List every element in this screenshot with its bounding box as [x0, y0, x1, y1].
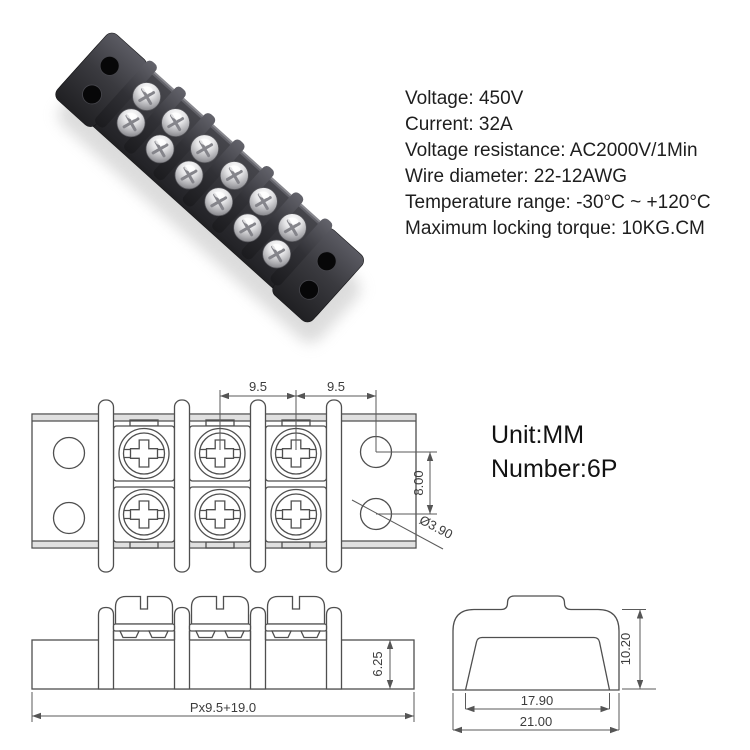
dim-total-length-label: Px9.5+19.0 — [190, 700, 256, 715]
side-barriers — [97, 606, 343, 690]
spec-line-torque: Maximum locking torque: 10KG.CM — [405, 218, 705, 239]
dim-hole-spacing-label: 8.00 — [411, 470, 426, 495]
spec-line-temperature: Temperature range: -30°C ~ +120°C — [405, 192, 711, 213]
dim-inner-width-label: 17.90 — [521, 693, 554, 708]
front-view — [31, 399, 417, 573]
dim-base-height-label: 6.25 — [370, 651, 385, 676]
spec-line-wire: Wire diameter: 22-12AWG — [405, 166, 628, 187]
product-photo — [55, 32, 364, 343]
spec-line-resistance: Voltage resistance: AC2000V/1Min — [405, 140, 698, 161]
dim-outer-width-label: 21.00 — [520, 714, 553, 729]
dim-hole-diameter-label: Ø3.90 — [417, 512, 455, 542]
dim-end-height-label: 10.20 — [618, 633, 633, 666]
technical-drawing: 9.5 9.5 8.00 Ø3.90 6.25 Px9.5+19.0 — [31, 379, 656, 734]
dim-pitch-right-label: 9.5 — [327, 379, 345, 394]
front-mounting-holes — [52, 435, 393, 535]
side-dimensions: 6.25 Px9.5+19.0 — [31, 640, 415, 722]
mounting-holes — [82, 55, 337, 300]
number-label: Number:6P — [491, 455, 618, 483]
end-dimensions: 10.20 17.90 21.00 — [452, 609, 656, 734]
dim-pitch-left-label: 9.5 — [249, 379, 267, 394]
unit-info: Unit:MM Number:6P — [491, 418, 617, 486]
unit-label: Unit:MM — [491, 421, 585, 449]
spec-line-current: Current: 32A — [405, 114, 513, 135]
spec-list: Voltage: 450V Current: 32A Voltage resis… — [405, 86, 711, 242]
front-barriers — [97, 399, 343, 573]
barrier-walls — [95, 60, 333, 286]
terminal-block — [55, 32, 364, 323]
spec-line-voltage: Voltage: 450V — [405, 88, 524, 109]
side-view — [31, 595, 415, 690]
end-view — [452, 595, 620, 691]
